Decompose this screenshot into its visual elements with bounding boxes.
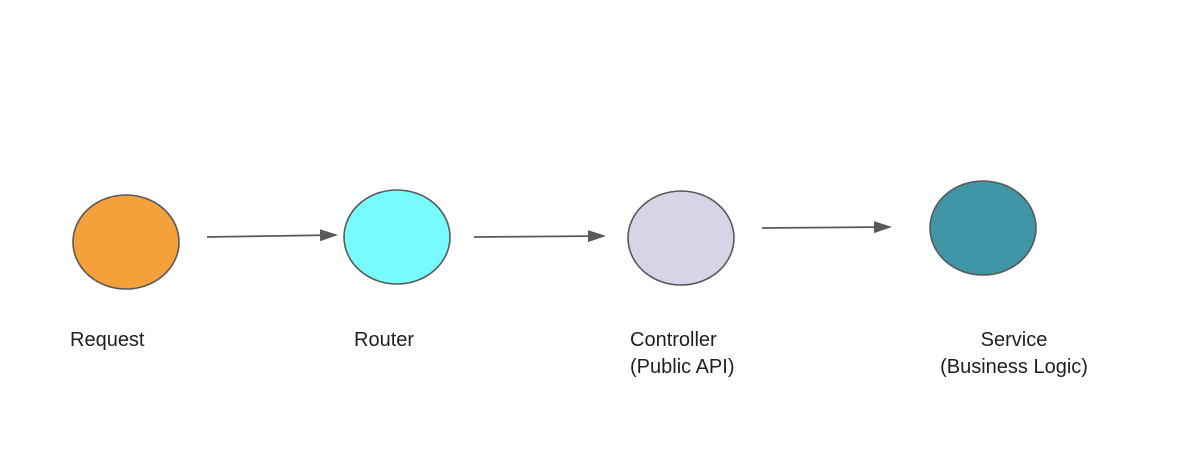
request-node	[72, 194, 180, 290]
router-label: Router	[354, 327, 414, 354]
request-label-line-1: Request	[70, 329, 145, 351]
service-label-line-2: (Business Logic)	[940, 356, 1088, 378]
router-label-line-1: Router	[354, 329, 415, 351]
service-label-line-1: Service	[980, 329, 1048, 351]
edge-router-controller	[473, 230, 606, 243]
request-label: Request	[70, 327, 145, 354]
service-label: Service (Business Logic)	[928, 327, 1100, 381]
controller-label-line-1: Controller	[630, 329, 717, 351]
controller-node	[627, 190, 735, 286]
service-node	[929, 180, 1037, 276]
controller-label: Controller (Public API)	[630, 327, 734, 381]
edge-controller-service	[761, 221, 892, 234]
edge-request-router	[206, 229, 338, 242]
router-node	[343, 189, 451, 285]
controller-label-line-2: (Public API)	[630, 356, 735, 378]
